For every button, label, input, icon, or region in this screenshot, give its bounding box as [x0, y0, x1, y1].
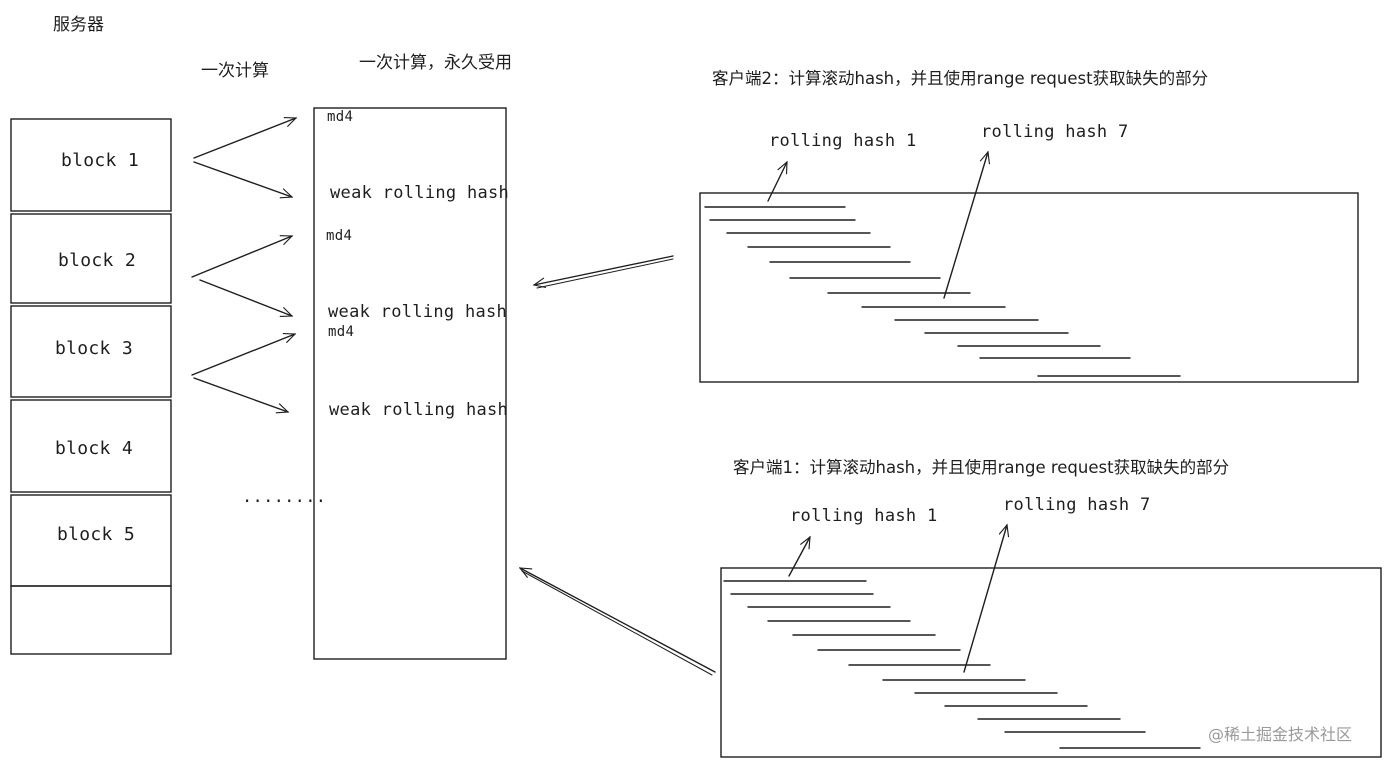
weak-rolling-hash-label-3: weak rolling hash — [329, 400, 509, 420]
client1-to-server-arrow-double — [521, 570, 713, 676]
client2-title: 客户端2：计算滚动hash，并且使用range request获取缺失的部分 — [712, 69, 1209, 88]
client1-arrow-hash7 — [963, 523, 1010, 673]
weak-rolling-hash-label-2: weak rolling hash — [328, 302, 508, 322]
block-4-box — [10, 399, 172, 493]
client1-arrow-hash1 — [788, 535, 811, 577]
hash-column-box — [313, 107, 507, 660]
client1-to-server-arrow — [518, 567, 716, 673]
arrow-block2-weak — [199, 279, 294, 318]
client1-rolling-hash-1: rolling hash 1 — [790, 506, 938, 526]
watermark: @稀土掘金技术社区 — [1208, 725, 1353, 744]
block-4-label: block 4 — [55, 438, 133, 459]
block-3-box — [10, 305, 172, 398]
md4-label-1: md4 — [327, 109, 354, 125]
arrow-block1-md4 — [193, 116, 298, 159]
client2-rolling-hash-1: rolling hash 1 — [769, 131, 917, 151]
client1-rolling-hash-7: rolling hash 7 — [1003, 495, 1151, 515]
block-1-label: block 1 — [61, 150, 139, 171]
client2-rolling-hash-7: rolling hash 7 — [981, 122, 1129, 142]
arrow-block3-md4 — [191, 333, 297, 376]
block-5-label: block 5 — [57, 524, 135, 545]
arrow-block1-weak — [193, 161, 294, 199]
client2-to-server-arrow-double — [536, 258, 674, 289]
arrow-block2-md4 — [191, 235, 294, 278]
weak-rolling-hash-label-1: weak rolling hash — [330, 183, 510, 203]
client1-title: 客户端1：计算滚动hash，并且使用range request获取缺失的部分 — [733, 458, 1230, 477]
ellipsis: ........ — [242, 487, 327, 507]
md4-label-2: md4 — [326, 228, 353, 244]
compute-once-label: 一次计算 — [201, 61, 269, 81]
client2-to-server-arrow — [532, 255, 674, 289]
client2-rolling-lines — [704, 206, 1181, 377]
block-3-label: block 3 — [55, 338, 133, 359]
server-title: 服务器 — [53, 15, 104, 35]
block-empty-box — [10, 585, 172, 655]
client2-arrow-hash7 — [943, 150, 991, 299]
block-1-box — [10, 118, 172, 212]
client1-box — [720, 567, 1382, 758]
compute-once-forever-label: 一次计算，永久受用 — [359, 53, 512, 73]
client2-arrow-hash1 — [767, 160, 788, 202]
block-2-box — [10, 213, 172, 304]
client2-box — [699, 192, 1359, 383]
arrow-block3-weak — [193, 377, 290, 414]
md4-label-3: md4 — [328, 324, 355, 340]
block-2-label: block 2 — [58, 250, 136, 271]
client1-rolling-lines — [723, 580, 1201, 749]
